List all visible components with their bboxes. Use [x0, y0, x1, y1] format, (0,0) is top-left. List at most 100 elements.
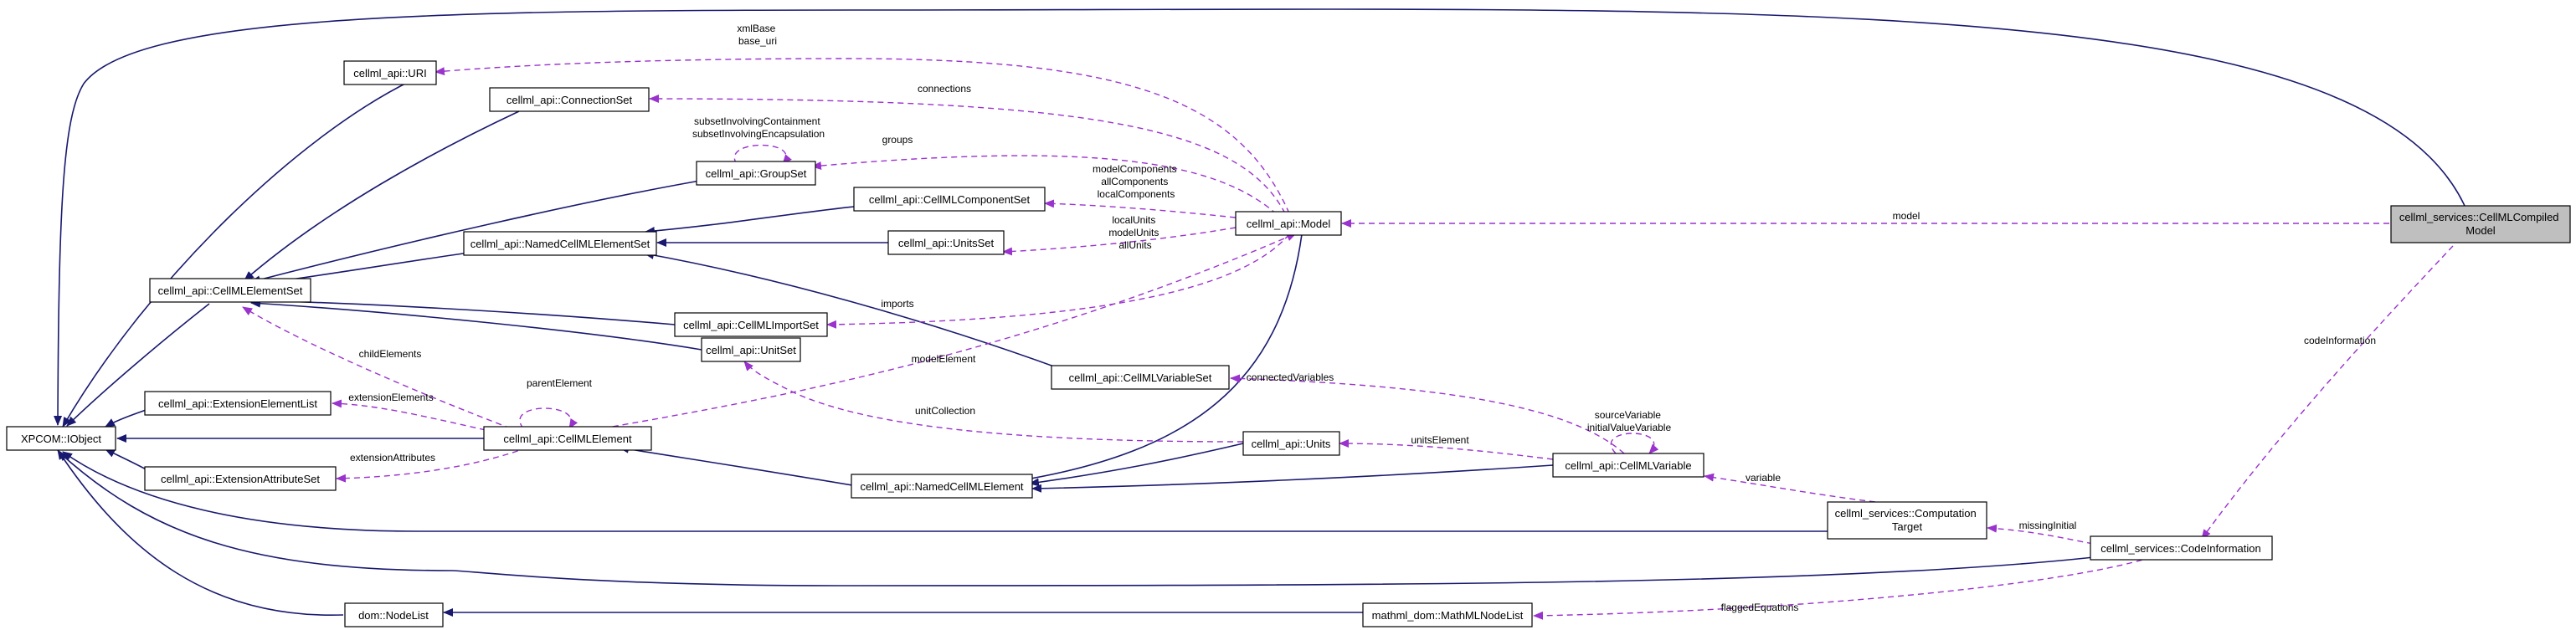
node-computation-target[interactable]: cellml_services::Computation Target: [1827, 501, 1987, 540]
node-label: cellml_api::CellMLElementSet: [158, 284, 303, 297]
edge-connectionset-elementset: [244, 110, 520, 281]
node-named-element[interactable]: cellml_api::NamedCellMLElement: [851, 474, 1033, 499]
edge-componentset-namedset: [645, 206, 855, 235]
node-label: cellml_api::CellMLImportSet: [683, 319, 819, 331]
node-compiled-model[interactable]: cellml_services::CellMLCompiled Model: [2390, 205, 2571, 243]
node-label: cellml_api::Model: [1247, 218, 1331, 230]
node-units-set[interactable]: cellml_api::UnitsSet: [887, 230, 1005, 255]
inheritance-edges: [54, 8, 2475, 617]
label-unitselement: unitsElement: [1411, 434, 1469, 446]
node-named-element-set[interactable]: cellml_api::NamedCellMLElementSet: [463, 231, 657, 256]
edge-uri-iobject: [62, 79, 413, 428]
node-label: cellml_api::CellMLVariable: [1565, 459, 1691, 472]
node-code-information[interactable]: cellml_services::CodeInformation: [2090, 535, 2273, 561]
edge-variable-namedelement: [1031, 464, 1554, 493]
node-label: cellml_services::CellMLCompiled Model: [2399, 211, 2562, 237]
node-label: dom::NodeList: [358, 609, 429, 622]
node-label: cellml_api::Units: [1252, 438, 1331, 450]
node-ext-element-list[interactable]: cellml_api::ExtensionElementList: [144, 391, 332, 416]
edge-codeinformation-iobject: [58, 451, 2102, 586]
label-xmlbase: xmlBase base_uri: [737, 23, 778, 47]
edge-variable: [1704, 473, 1876, 503]
label-modelelement: modelElement: [912, 353, 976, 365]
edge-sourcevariable: [1610, 433, 1659, 454]
node-variable-set[interactable]: cellml_api::CellMLVariableSet: [1051, 365, 1230, 390]
edge-missinginitial: [1987, 524, 2094, 545]
edge-unitset-elementset: [250, 299, 702, 351]
node-import-set[interactable]: cellml_api::CellMLImportSet: [674, 312, 828, 337]
node-variable[interactable]: cellml_api::CellMLVariable: [1552, 453, 1704, 478]
node-ext-attribute-set[interactable]: cellml_api::ExtensionAttributeSet: [144, 466, 337, 491]
node-label: cellml_services::CodeInformation: [2100, 542, 2260, 555]
edge-extensionelements: [332, 399, 486, 431]
node-label: cellml_api::ExtensionElementList: [158, 397, 317, 410]
label-connections: connections: [918, 83, 971, 95]
edge-xmlbase: [434, 58, 1290, 214]
edge-localunits: [1002, 227, 1237, 256]
node-unit-set[interactable]: cellml_api::UnitSet: [701, 337, 801, 362]
label-connectedvariables: connectedVariables: [1247, 371, 1334, 383]
label-subset: subsetInvolvingContainment subsetInvolvi…: [692, 115, 825, 140]
node-element-set[interactable]: cellml_api::CellMLElementSet: [149, 278, 311, 303]
node-label: cellml_api::CellMLElement: [503, 433, 632, 445]
edge-modelcomponents: [1044, 199, 1237, 218]
edge-groups: [811, 155, 1278, 215]
label-sourcevariable: sourceVariable initialValueVariable: [1587, 409, 1672, 433]
node-label: cellml_api::UnitSet: [706, 344, 796, 356]
label-parentelement: parentElement: [527, 377, 593, 389]
node-mathml-node-list[interactable]: mathml_dom::MathMLNodeList: [1362, 602, 1533, 627]
label-childelements: childElements: [359, 348, 422, 360]
edge-flaggedequations: [1533, 556, 2152, 620]
edge-unitselement: [1339, 439, 1554, 460]
node-label: cellml_api::CellMLComponentSet: [869, 193, 1031, 206]
edge-units-namedelement: [1029, 443, 1244, 487]
edge-extattributeset-iobject: [105, 448, 152, 473]
edge-extelementlist-iobject: [105, 407, 152, 428]
edge-modelelement: [602, 233, 1297, 429]
node-label: XPCOM::IObject: [21, 433, 101, 445]
node-xpcom-iobject[interactable]: XPCOM::IObject: [6, 426, 116, 451]
edge-codeinformation: [2201, 245, 2454, 540]
label-imports: imports: [881, 298, 913, 310]
node-label: mathml_dom::MathMLNodeList: [1372, 609, 1524, 622]
label-extensionelements: extensionElements: [348, 392, 433, 403]
edge-connectedvariables: [1230, 374, 1625, 454]
label-flaggedequations: flaggedEquations: [1721, 602, 1799, 613]
edge-extensionattributes: [336, 447, 528, 483]
label-codeinformation: codeInformation: [2304, 335, 2376, 346]
edge-namedelement-element: [619, 444, 863, 488]
nodes: XPCOM::IObject cellml_api::URI cellml_ap…: [6, 60, 2571, 627]
node-label: cellml_api::ConnectionSet: [506, 94, 633, 106]
node-element[interactable]: cellml_api::CellMLElement: [483, 426, 652, 451]
usage-edges: [242, 58, 2454, 620]
node-model[interactable]: cellml_api::Model: [1235, 211, 1342, 236]
edge-model-namedelement: [1021, 233, 1303, 484]
edge-connections: [649, 95, 1286, 214]
label-groups: groups: [882, 134, 913, 146]
edge-variableset-namedset: [644, 251, 1064, 371]
edge-labels: xmlBase base_uri connections groups subs…: [348, 23, 2376, 613]
label-model: model: [1893, 210, 1920, 222]
node-label: cellml_api::NamedCellMLElement: [860, 480, 1023, 493]
edge-compiledmodel-iobject: [54, 8, 2475, 426]
edge-computationtarget-iobject: [62, 451, 1828, 532]
node-label: cellml_services::Computation Target: [1835, 507, 1980, 533]
edge-unitcollection: [743, 361, 1244, 443]
edge-nodelist-iobject: [57, 449, 344, 616]
node-label: cellml_api::NamedCellMLElementSet: [470, 238, 650, 250]
node-connection-set[interactable]: cellml_api::ConnectionSet: [489, 87, 650, 112]
node-group-set[interactable]: cellml_api::GroupSet: [696, 161, 816, 186]
node-label: cellml_api::UnitsSet: [898, 237, 995, 249]
node-label: cellml_api::CellMLVariableSet: [1069, 371, 1212, 384]
node-component-set[interactable]: cellml_api::CellMLComponentSet: [853, 187, 1046, 212]
node-node-list[interactable]: dom::NodeList: [344, 602, 444, 627]
edge-imports: [826, 233, 1290, 329]
label-modelcomponents: modelComponents allComponents localCompo…: [1093, 163, 1180, 200]
label-extensionattributes: extensionAttributes: [350, 452, 435, 464]
label-unitcollection: unitCollection: [915, 405, 975, 417]
node-uri[interactable]: cellml_api::URI: [343, 60, 437, 85]
node-label: cellml_api::ExtensionAttributeSet: [161, 473, 320, 485]
node-units[interactable]: cellml_api::Units: [1242, 431, 1340, 456]
edge-childelements: [242, 306, 512, 429]
